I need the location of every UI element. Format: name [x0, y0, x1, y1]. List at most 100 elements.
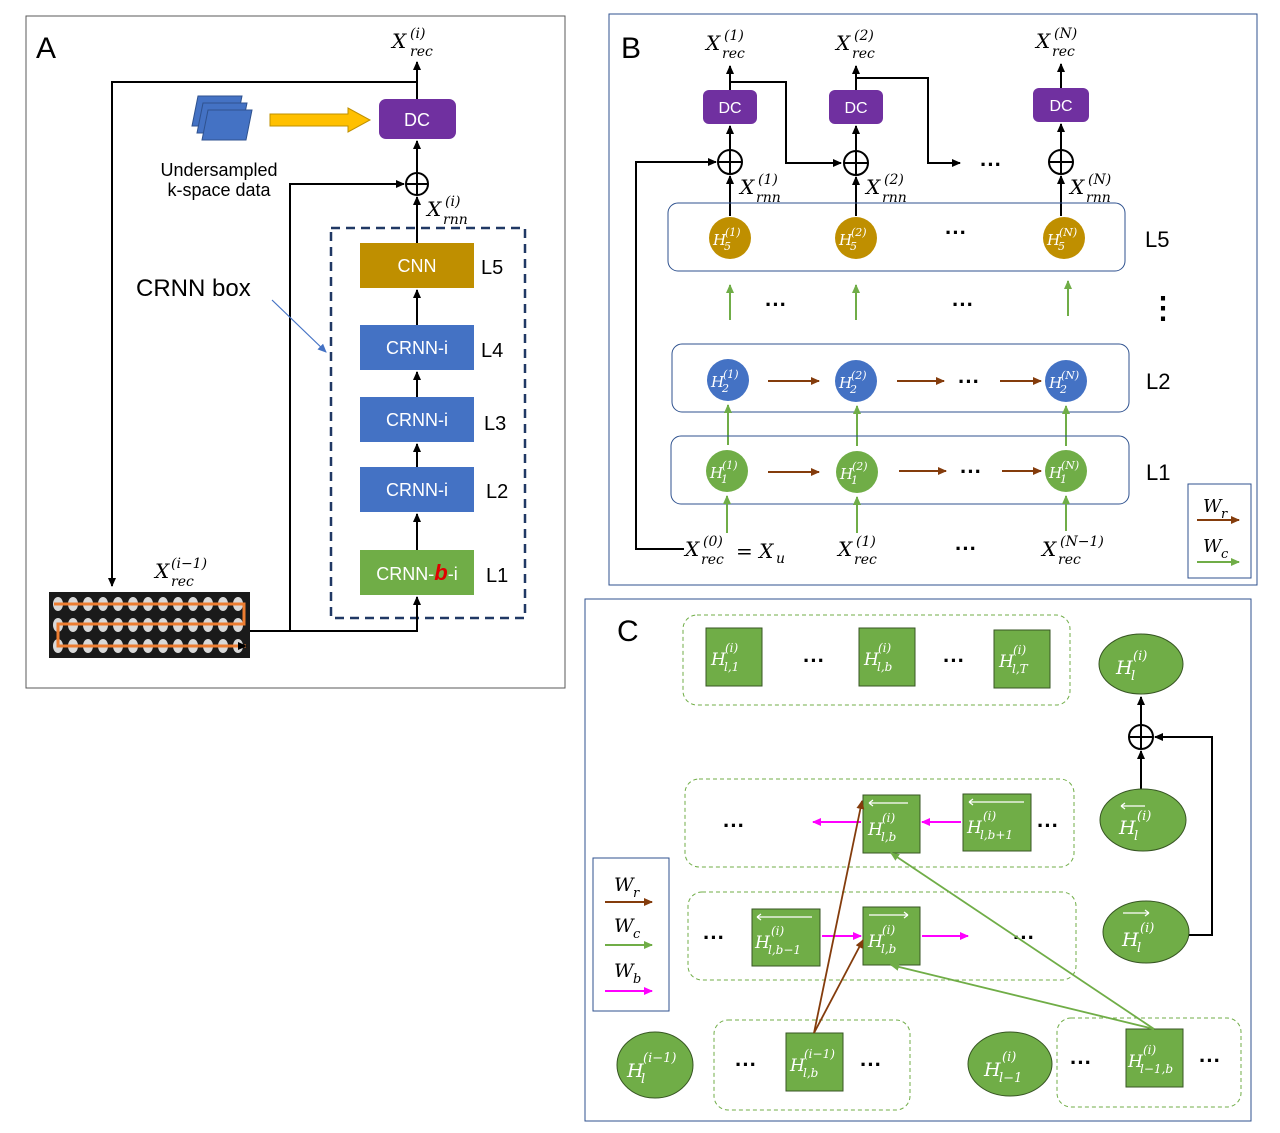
- h-l-backward-node: H l (i): [1099, 788, 1187, 852]
- svg-text:(i−1): (i−1): [171, 556, 207, 572]
- ellipsis-input: ···: [955, 536, 977, 561]
- layer-l5-b: L5: [1145, 227, 1169, 252]
- svg-text:H: H: [966, 818, 983, 838]
- svg-text:rnn: rnn: [756, 190, 781, 206]
- ellipsis-fwd-left: ···: [703, 925, 725, 950]
- svg-text:H: H: [710, 650, 727, 670]
- top-group: [682, 614, 1071, 706]
- svg-text:(2): (2): [854, 28, 874, 44]
- crnn-box: [329, 226, 527, 620]
- layer-l5-row: [667, 202, 1126, 272]
- ellipsis-l5: ···: [945, 220, 967, 245]
- svg-text:(i−1): (i−1): [643, 1051, 676, 1066]
- svg-text:1: 1: [721, 473, 728, 486]
- svg-text:X: X: [683, 537, 700, 561]
- svg-text:H: H: [1121, 929, 1139, 951]
- skip-2-to-next: [856, 77, 961, 167]
- svg-text:H: H: [754, 933, 771, 953]
- svg-text:l: l: [1134, 829, 1138, 844]
- svg-text:W: W: [614, 915, 635, 937]
- svg-text:rec: rec: [701, 552, 724, 568]
- panel-b-label: B: [621, 32, 641, 65]
- svg-text:rec: rec: [171, 574, 194, 590]
- svg-text:W: W: [614, 960, 635, 982]
- svg-text:H: H: [863, 650, 880, 670]
- svg-text:l,b: l,b: [881, 830, 896, 844]
- x-rnn-n-label: X rnn (N): [1068, 172, 1111, 206]
- svg-text:H: H: [1048, 464, 1063, 482]
- panel-b-frame: [608, 13, 1258, 586]
- svg-text:(N): (N): [1088, 172, 1111, 188]
- svg-text:(i): (i): [725, 641, 739, 655]
- svg-text:(i): (i): [410, 26, 425, 42]
- svg-text:l−1,b: l−1,b: [1140, 1062, 1173, 1076]
- h5-n-node: H 5 (N): [1043, 217, 1085, 259]
- svg-text:c: c: [633, 927, 641, 942]
- panel-a-frame: [25, 15, 566, 689]
- fwd-to-sum: [1154, 733, 1213, 936]
- backward-group: [684, 778, 1075, 868]
- dc-label: DC: [404, 110, 430, 130]
- svg-text:rnn: rnn: [882, 190, 907, 206]
- h-lT-box: H l,T (i): [993, 629, 1051, 689]
- h2-2-node: H 2 (2): [835, 360, 877, 402]
- panel-c-label: C: [617, 615, 639, 648]
- crnn-b-i-block: [360, 550, 474, 595]
- crnn-i-label-l3: CRNN-i: [386, 410, 448, 430]
- h5-2-node: H 5 (2): [835, 217, 877, 259]
- ellipsis-top-1: ···: [803, 648, 825, 673]
- undersampled-label-line2: k-space data: [167, 180, 271, 200]
- svg-text:l: l: [1131, 669, 1135, 684]
- svg-text:1: 1: [851, 474, 858, 487]
- svg-text:(i): (i): [878, 641, 892, 655]
- rec-to-fwd: [813, 939, 864, 1034]
- svg-text:= X: = X: [736, 539, 774, 563]
- svg-text:H: H: [712, 231, 727, 249]
- h-l-forward-node: H l (i): [1102, 900, 1190, 964]
- svg-text:(1): (1): [722, 459, 738, 472]
- ellipsis-fwd-right: ···: [1013, 925, 1035, 950]
- svg-text:b: b: [633, 972, 641, 987]
- dc-box-n: [1033, 88, 1089, 122]
- svg-text:c: c: [1221, 547, 1229, 562]
- svg-text:l−1: l−1: [999, 1071, 1022, 1086]
- svg-text:5: 5: [1058, 240, 1065, 253]
- svg-text:(i): (i): [882, 923, 896, 937]
- svg-text:rnn: rnn: [443, 212, 468, 228]
- crnn-i-block-l3: [360, 397, 474, 442]
- svg-text:2: 2: [721, 382, 729, 395]
- svg-text:H: H: [710, 373, 725, 391]
- svg-text:(i): (i): [882, 811, 896, 825]
- vertical-ellipsis: ⋮: [1148, 292, 1178, 325]
- svg-text:H: H: [998, 652, 1015, 672]
- svg-text:(N): (N): [1054, 26, 1077, 42]
- svg-text:X: X: [1040, 537, 1057, 561]
- ellipsis-bwd-left: ···: [723, 813, 745, 838]
- h2-n-node: H 2 (N): [1045, 360, 1087, 402]
- svg-text:5: 5: [724, 240, 731, 253]
- svg-text:(1): (1): [856, 534, 876, 550]
- crnn-i-block-l4: [360, 325, 474, 370]
- svg-text:(N): (N): [1061, 369, 1079, 382]
- layer-l1-row: [670, 435, 1130, 505]
- crnn-box-pointer: [271, 299, 327, 353]
- mri-image-sequence: [49, 592, 250, 658]
- svg-text:(2): (2): [852, 460, 868, 473]
- svg-text:(1): (1): [724, 28, 744, 44]
- h-lb-prev-iter-box: H l,b (i−1): [785, 1032, 844, 1092]
- svg-text:(i−1): (i−1): [804, 1047, 835, 1061]
- h1-2-node: H 1 (2): [836, 451, 878, 493]
- svg-text:u: u: [776, 551, 785, 567]
- dc-label-2: DC: [844, 100, 867, 117]
- legend-b-wr: W r: [1197, 496, 1240, 524]
- svg-text:H: H: [1115, 657, 1133, 679]
- ellipsis-top: ···: [980, 152, 1002, 177]
- lower-layer-group: [1056, 1017, 1242, 1108]
- legend-c-wr: W r: [605, 874, 653, 906]
- svg-text:l,b: l,b: [877, 660, 892, 674]
- h-lb1-backward-box: H l,b+1 (i): [962, 793, 1032, 852]
- conv-to-bwd: [890, 852, 1155, 1030]
- svg-text:X: X: [864, 175, 881, 199]
- dc-box-1: [703, 90, 757, 124]
- x-rnn-i-label: X rnn (i): [425, 194, 468, 228]
